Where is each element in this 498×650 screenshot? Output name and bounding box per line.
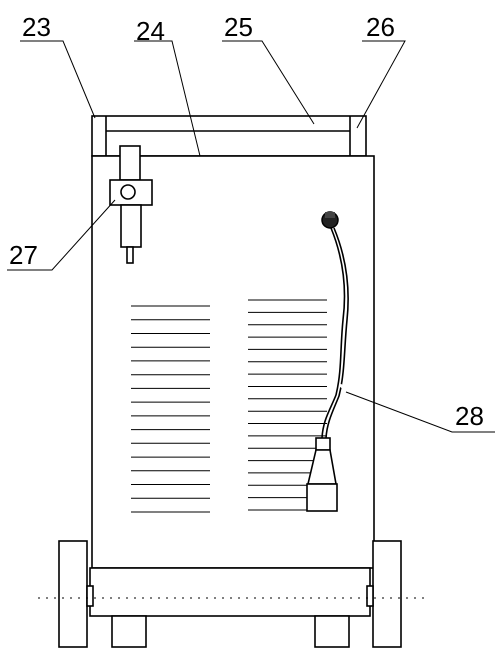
label-27: 27 <box>9 240 38 270</box>
base-and-wheels <box>38 540 425 648</box>
leader-lines <box>7 40 495 433</box>
left-caster <box>111 615 147 648</box>
label-23: 23 <box>22 12 51 42</box>
right-wheel <box>372 540 402 648</box>
plug-collar <box>315 437 331 451</box>
left-wheel <box>58 540 88 648</box>
label-25: 25 <box>224 12 253 42</box>
label-28: 28 <box>455 401 484 431</box>
plug-body <box>306 483 338 512</box>
right-caster <box>314 615 350 648</box>
base-frame <box>89 567 371 617</box>
valve-assembly <box>109 145 153 264</box>
label-24: 24 <box>136 16 165 46</box>
cable-line <box>321 227 346 439</box>
vent-slots-left <box>131 305 210 513</box>
label-26: 26 <box>366 12 395 42</box>
vent-slots-right <box>248 299 327 511</box>
cable-line-outer <box>325 227 349 439</box>
cable-assembly <box>306 211 349 512</box>
